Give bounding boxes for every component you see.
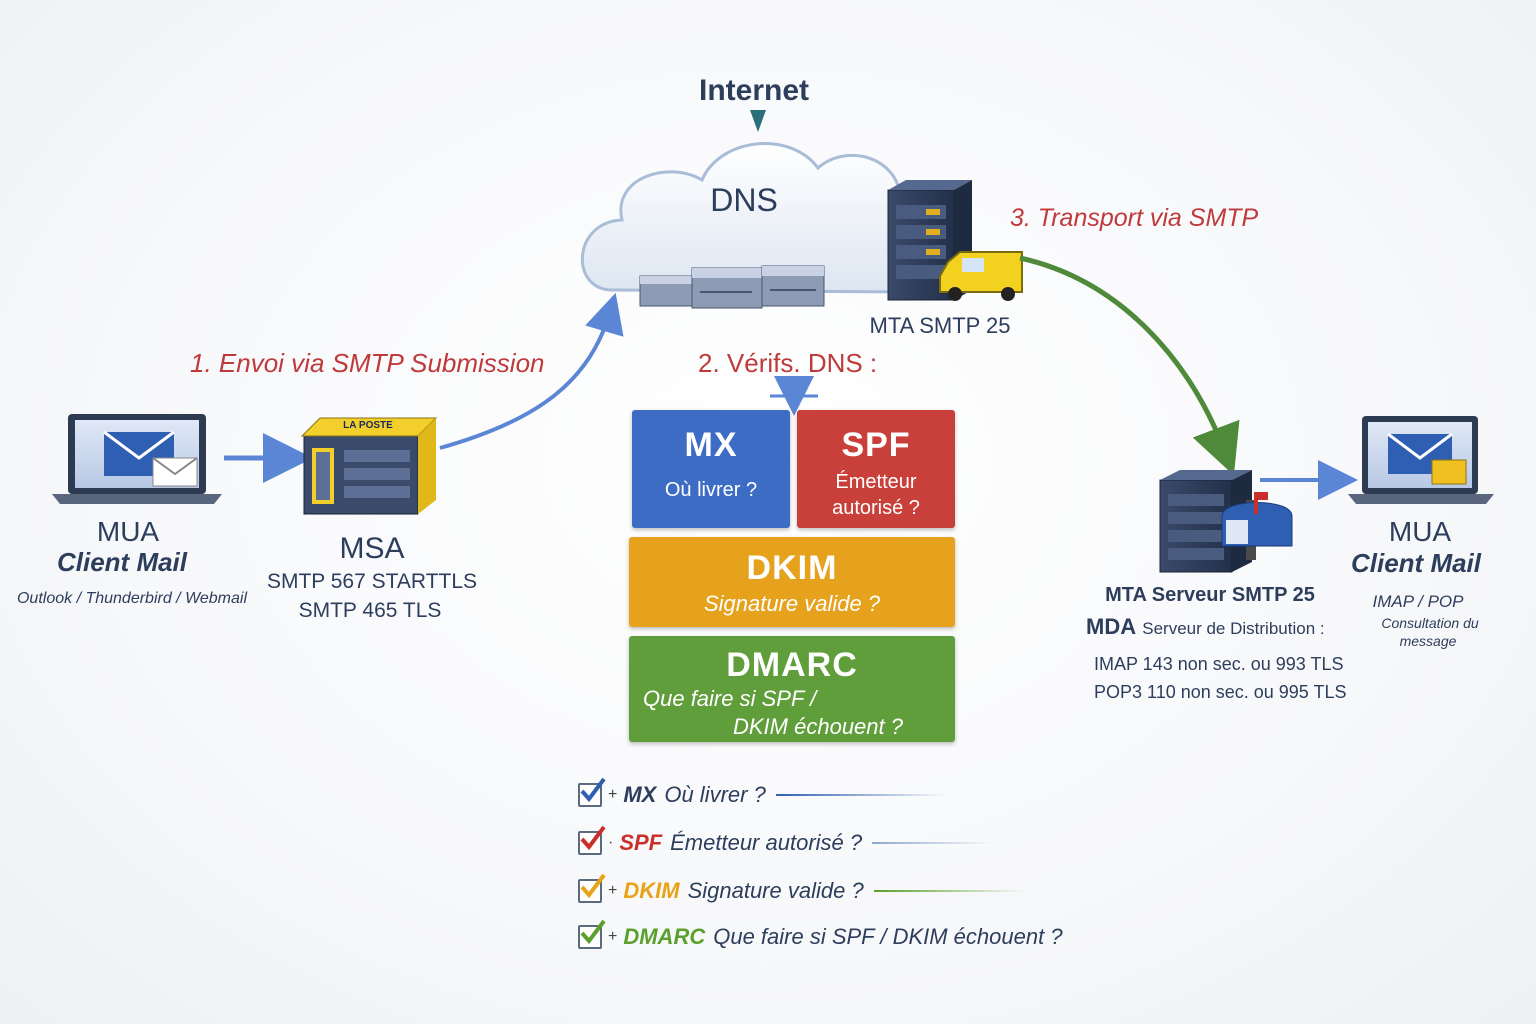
checklist-text: Signature valide ? [687, 878, 864, 903]
arrow-msa-cloud [439, 292, 624, 450]
mailbox-icon [1221, 492, 1293, 560]
mua-left-clients: Outlook / Thunderbird / Webmail [16, 590, 248, 607]
step3-label: 3. Transport via SMTP [1010, 204, 1259, 232]
dkim-box: DKIM Signature valide ? [629, 537, 955, 627]
mda-key: MDA [1086, 614, 1137, 639]
mda-pop: POP3 110 non sec. ou 995 TLS [1094, 682, 1347, 702]
mua-right-desc1: Consultation du [1381, 615, 1479, 631]
mda-line: MDA Serveur de Distribution : [1086, 614, 1325, 640]
mda-rest: Serveur de Distribution : [1142, 619, 1325, 638]
mua-right-title: MUA [1388, 516, 1452, 547]
dkim-box-title: DKIM [746, 549, 838, 587]
mx-box-title: MX [684, 426, 738, 464]
checklist-text: Émetteur autorisé ? [670, 830, 863, 855]
checkbox-icon [578, 919, 606, 949]
checklist-key: MX [623, 782, 657, 807]
checklist-item-dmarc: + DMARC Que faire si SPF / DKIM échouent… [578, 919, 1063, 952]
arrow-transport [1019, 255, 1240, 476]
dmarc-box-text1: Que faire si SPF / [643, 686, 817, 711]
mta-top-label: MTA SMTP 25 [869, 313, 1011, 338]
msa-sign: LA POSTE [343, 420, 393, 431]
msa-line1: SMTP 567 STARTTLS [266, 570, 478, 593]
mta-right-line1: MTA Serveur SMTP 25 [1105, 584, 1315, 606]
checklist-item-mx: + MX Où livrer ? [578, 777, 946, 810]
spf-box: SPF Émetteur autorisé ? [797, 410, 955, 528]
checklist-key: DKIM [623, 878, 680, 903]
checkbox-icon [578, 777, 606, 807]
dmarc-box: DMARC Que faire si SPF / DKIM échouent ? [629, 636, 955, 742]
mua-right-protocols: IMAP / POP [1372, 592, 1464, 611]
mua-left-subtitle: Client Mail [56, 547, 188, 577]
checkbox-icon [578, 825, 606, 855]
dmarc-box-text2: DKIM échouent ? [733, 714, 903, 739]
checkbox-icon [578, 873, 606, 903]
step1-label: 1. Envoi via SMTP Submission [190, 348, 545, 378]
checklist-text: Où livrer ? [664, 782, 766, 807]
dns-label: DNS [710, 182, 778, 218]
internet-label: Internet [698, 74, 810, 107]
mua-right-subtitle: Client Mail [1350, 548, 1482, 578]
mx-box-text: Où livrer ? [664, 479, 758, 501]
step2-label: 2. Vérifs. DNS : [698, 348, 878, 378]
checklist-key: DMARC [623, 924, 706, 949]
dkim-box-text: Signature valide ? [703, 591, 881, 616]
spf-box-title: SPF [841, 426, 911, 464]
mx-box: MX Où livrer ? [632, 410, 790, 528]
checklist-text: Que faire si SPF / DKIM échouent ? [713, 924, 1063, 949]
internet-pointer-icon [750, 110, 766, 132]
checklist-key: SPF [619, 830, 663, 855]
msa-line2: SMTP 465 TLS [298, 599, 442, 622]
checklist-item-spf: · SPF Émetteur autorisé ? [578, 825, 993, 858]
delivery-van-icon [939, 251, 1023, 301]
msa-title: MSA [339, 532, 405, 565]
dns-servers-icon [639, 265, 825, 309]
mta-tower-icon [887, 180, 972, 301]
spf-box-text1: Émetteur [835, 471, 917, 493]
laptop-left-icon [52, 414, 222, 504]
checklist-item-dkim: + DKIM Signature valide ? [578, 873, 1024, 906]
dmarc-box-title: DMARC [726, 646, 858, 684]
mua-left-title: MUA [96, 516, 160, 547]
laptop-right-icon [1348, 416, 1494, 504]
msa-server-icon [300, 417, 438, 515]
spf-box-text2: autorisé ? [832, 497, 920, 519]
mda-imap: IMAP 143 non sec. ou 993 TLS [1094, 654, 1344, 674]
mua-right-desc2: message [1399, 633, 1457, 649]
